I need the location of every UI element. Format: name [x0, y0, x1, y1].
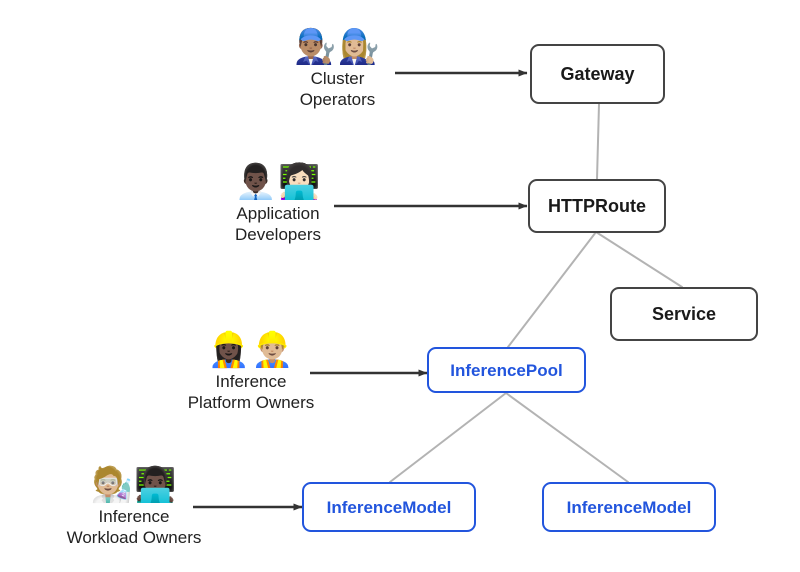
node-inferencepool-label: InferencePool: [450, 360, 563, 380]
persona-application-developers: 👨🏿‍💼👩🏻‍💻 Application Developers: [208, 163, 348, 245]
persona-inference-workload-owners: 🧑🏼‍🔬👨🏿‍💻 Inference Workload Owners: [44, 466, 224, 548]
construction-worker-people-icon: 👷🏿‍♀️👷🏼‍♂️: [207, 331, 295, 369]
node-inferencepool[interactable]: InferencePool: [427, 347, 586, 393]
office-worker-and-technologist-icon: 👨🏿‍💼👩🏻‍💻: [234, 163, 322, 201]
node-httproute[interactable]: HTTPRoute: [528, 179, 666, 233]
edge-inferencepool-model2: [505, 392, 629, 483]
persona-application-developers-label: Application Developers: [235, 204, 321, 244]
scientist-and-technologist-icon: 🧑🏼‍🔬👨🏿‍💻: [90, 466, 178, 504]
persona-inference-platform-owners: 👷🏿‍♀️👷🏼‍♂️ Inference Platform Owners: [166, 331, 336, 413]
edge-httproute-service: [595, 231, 683, 288]
persona-cluster-operators: 👨🏽‍🔧👩🏼‍🔧 Cluster Operators: [275, 28, 400, 110]
node-httproute-label: HTTPRoute: [548, 196, 646, 216]
persona-cluster-operators-label: Cluster Operators: [299, 69, 376, 109]
edge-gateway-httproute: [596, 103, 600, 180]
node-gateway-label: Gateway: [560, 64, 635, 84]
node-inferencemodel-2[interactable]: InferenceModel: [542, 482, 716, 532]
persona-inference-platform-owners-label: Inference Platform Owners: [187, 372, 315, 412]
persona-inference-workload-owners-label: Inference Workload Owners: [66, 507, 202, 547]
node-service-label: Service: [651, 304, 717, 324]
mechanic-people-icon: 👨🏽‍🔧👩🏼‍🔧: [294, 28, 381, 66]
edge-httproute-inferencepool: [507, 231, 597, 348]
node-service[interactable]: Service: [610, 287, 758, 341]
node-inferencemodel-1[interactable]: InferenceModel: [302, 482, 476, 532]
node-inferencemodel-1-label: InferenceModel: [326, 497, 452, 517]
node-inferencemodel-2-label: InferenceModel: [566, 497, 692, 517]
node-gateway[interactable]: Gateway: [530, 44, 665, 104]
edge-inferencepool-model1: [389, 392, 507, 483]
